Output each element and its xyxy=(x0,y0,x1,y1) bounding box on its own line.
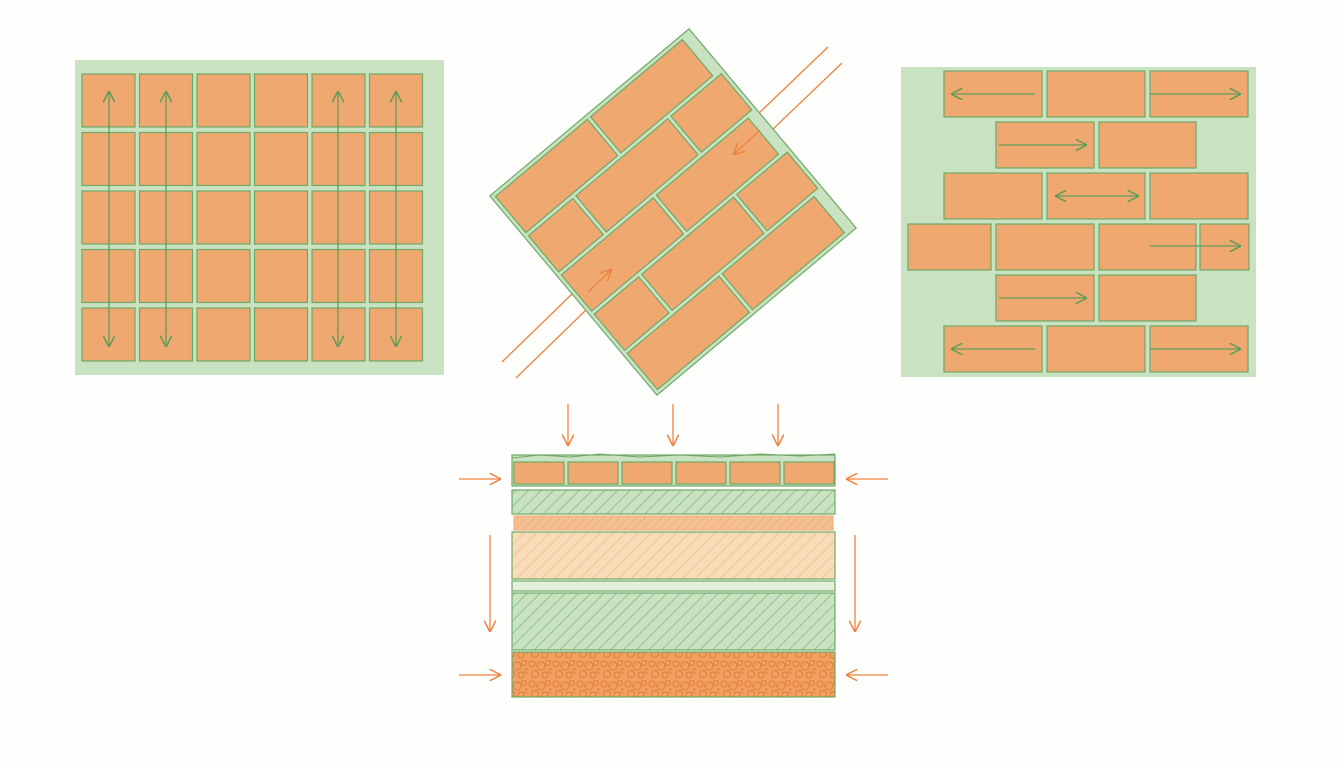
section-paver xyxy=(621,461,673,485)
running-bond-tile xyxy=(1098,223,1197,271)
running-bond-tile xyxy=(943,172,1043,220)
diagonal-tile xyxy=(527,197,605,273)
layer-mortar xyxy=(513,515,834,531)
layer-hatched-base xyxy=(511,489,836,515)
running-bond-tile xyxy=(1098,274,1197,322)
diagonal-arrows xyxy=(587,129,761,293)
grid-tile xyxy=(196,131,251,187)
diagonal-tile xyxy=(670,72,753,154)
grid-tile xyxy=(196,190,251,245)
diagonal-arrow-lower xyxy=(587,270,611,293)
diagonal-tile xyxy=(494,118,619,234)
diagonal-guide-lines xyxy=(501,46,843,379)
layer-gap xyxy=(511,580,836,592)
running-bond-panel xyxy=(901,67,1256,377)
grid-tile xyxy=(253,248,309,304)
diagonal-tile xyxy=(560,196,685,312)
section-arrows xyxy=(459,404,888,675)
square-grid-arrows xyxy=(109,92,396,346)
running-bond-arrows xyxy=(952,94,1240,349)
guide-line-bottom-1 xyxy=(501,293,573,363)
grid-tile xyxy=(196,73,251,128)
running-bond-tile xyxy=(1149,172,1249,220)
running-bond-diagram xyxy=(901,67,1256,377)
diagonal-tile xyxy=(626,275,751,391)
diagonal-tile xyxy=(575,117,700,233)
diagonal-tiles xyxy=(489,28,857,396)
diagonal-tile xyxy=(640,196,765,312)
grid-tile xyxy=(196,307,251,362)
running-bond-tile xyxy=(1046,325,1146,373)
grid-tile xyxy=(196,248,251,304)
running-bond-tile xyxy=(1046,70,1146,118)
running-bond-tile xyxy=(1199,223,1250,271)
diagonal-tile xyxy=(721,195,846,311)
diagonal-tile xyxy=(593,276,670,352)
guide-line-top-1 xyxy=(757,46,829,115)
running-bond-tile xyxy=(1098,121,1197,169)
diagonal-tile xyxy=(735,151,819,232)
grid-tile xyxy=(253,190,309,245)
layer-paver-base xyxy=(511,454,836,487)
section-pavers xyxy=(513,461,835,485)
running-bond-tile xyxy=(995,223,1095,271)
guide-line-bottom-2 xyxy=(515,309,587,379)
layer-bedding-sand xyxy=(511,531,836,580)
diagonal-arrow-upper xyxy=(734,129,761,154)
guide-line-top-2 xyxy=(771,62,843,131)
section-paver xyxy=(513,461,565,485)
layer-section-diagram xyxy=(459,404,888,698)
square-grid-tiles xyxy=(81,73,424,362)
square-grid-diagram xyxy=(75,60,444,375)
section-paver xyxy=(675,461,727,485)
layer-compacted-base xyxy=(511,592,836,651)
grid-tile xyxy=(253,131,309,187)
layer-gravel xyxy=(511,651,836,698)
grid-tile xyxy=(253,73,309,128)
grid-tile xyxy=(253,307,309,362)
diagonal-tile xyxy=(655,117,780,233)
section-paver xyxy=(567,461,619,485)
layer-paver-top-edge xyxy=(511,453,836,459)
diagonal-tile xyxy=(589,38,714,154)
section-layers xyxy=(511,453,836,698)
running-bond-tile xyxy=(907,223,992,271)
diagonal-pattern-diagram xyxy=(489,28,857,396)
section-paver xyxy=(783,461,835,485)
section-paver xyxy=(729,461,781,485)
